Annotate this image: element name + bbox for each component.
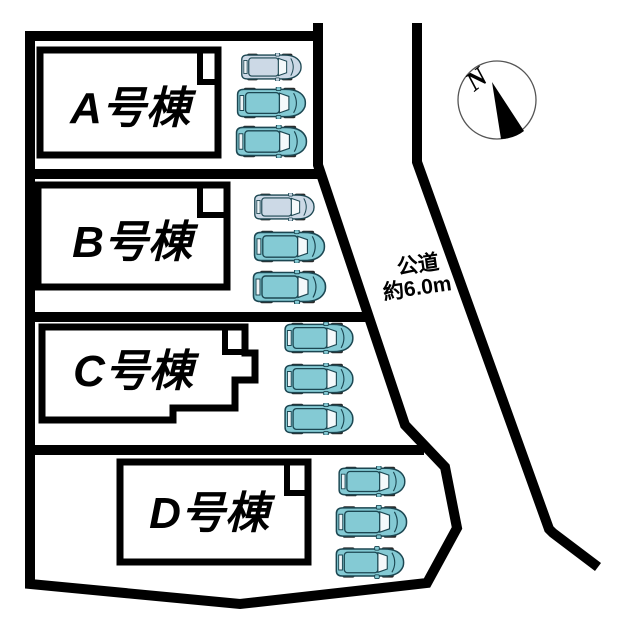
building-a-entry-notch: [197, 52, 218, 85]
road-right-edge: [412, 23, 602, 571]
building-c-entry-notch: [222, 329, 245, 355]
car-lot-b: [253, 230, 326, 263]
building-a: A号棟: [36, 46, 222, 159]
car-lot-a: [235, 125, 308, 158]
car-lot-a: [241, 53, 302, 81]
car-lot-a: [236, 87, 307, 119]
lot-label-d: D号棟: [149, 489, 276, 538]
building-b-entry-notch: [197, 187, 227, 218]
car-lot-b: [254, 193, 315, 221]
lot-label-a: A号棟: [69, 84, 197, 133]
compass-needle-icon: [492, 82, 524, 139]
road-label-line2: 約6.0m: [381, 271, 453, 304]
car-lot-c: [284, 322, 354, 354]
car-lot-c: [284, 403, 354, 435]
lot-label-c: C号棟: [73, 347, 200, 396]
lot-label-b: B号棟: [72, 218, 199, 267]
car-lot-d: [335, 505, 408, 539]
car-lot-d: [335, 546, 405, 579]
car-lot-b: [252, 270, 327, 304]
car-lot-d: [338, 466, 406, 497]
road-label-line1: 公道: [396, 250, 441, 280]
compass: N: [457, 60, 537, 140]
building-b: B号棟: [34, 181, 231, 291]
building-c: C号棟: [38, 323, 259, 424]
building-d: D号棟: [116, 458, 312, 566]
road-label: 公道 約6.0m: [381, 250, 453, 305]
car-lot-c: [284, 363, 354, 395]
building-d-entry-notch: [284, 464, 308, 496]
